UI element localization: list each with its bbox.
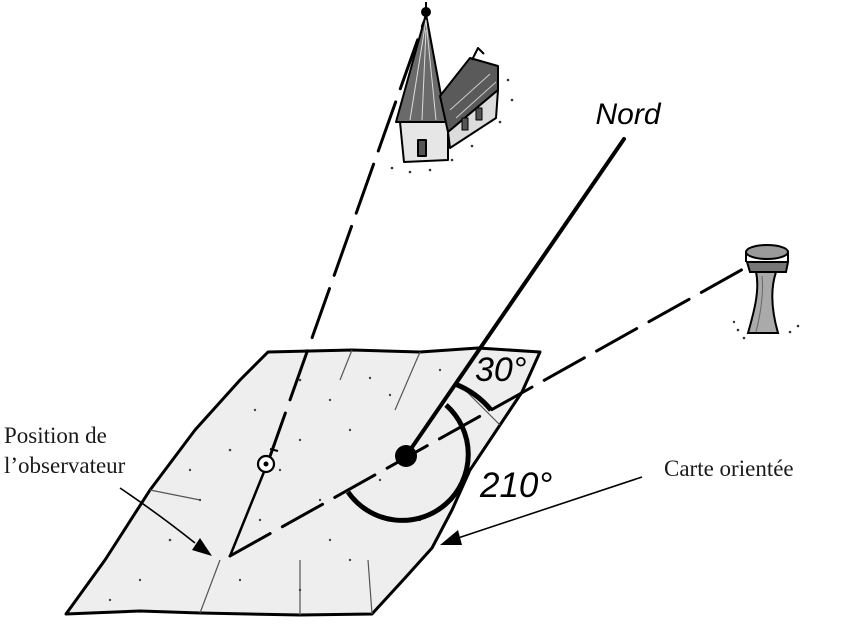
- water-tower-icon: [732, 244, 800, 340]
- map-callout-arrow: [457, 476, 643, 539]
- oriented-map-label: Carte orientée: [664, 456, 794, 481]
- observer-symbol-icon: [256, 443, 279, 474]
- sight-line-to-church: [266, 20, 426, 464]
- oriented-map: [64, 346, 542, 617]
- map-center-point: [395, 445, 417, 467]
- observer-callout-arrow: [119, 487, 196, 544]
- callout-arrows: [119, 476, 643, 556]
- arc-210-degrees: [345, 403, 471, 523]
- compass-construction: [345, 137, 626, 523]
- map-sheet: [64, 346, 542, 617]
- observer-position-label-line1: Position de: [4, 423, 107, 448]
- arc-30-degrees: [454, 381, 493, 412]
- north-line: [404, 137, 626, 458]
- observer-to-position-line: [228, 460, 270, 558]
- observer-position-label-line2: l’observateur: [4, 453, 126, 478]
- angle-210-label: 210°: [479, 466, 552, 505]
- church-icon: [390, 2, 514, 174]
- sight-line-to-water-tower: [228, 266, 747, 558]
- angle-30-label: 30°: [475, 351, 526, 389]
- sight-lines: [228, 20, 747, 558]
- north-label: Nord: [595, 98, 661, 131]
- map-texture: [108, 368, 442, 602]
